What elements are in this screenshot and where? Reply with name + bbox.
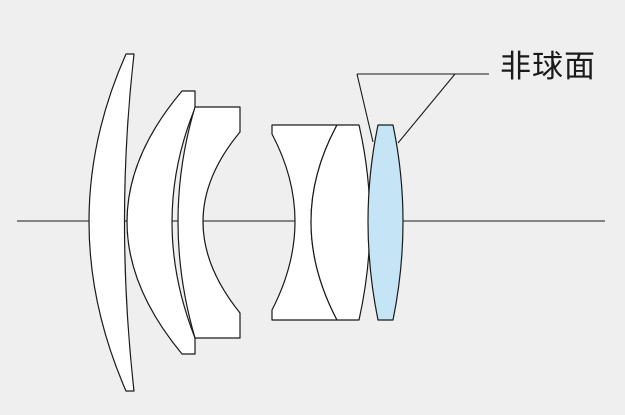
lens-element-3 [177, 106, 241, 339]
leader-line-front-surface [356, 73, 374, 143]
aspheric-leader-lines [356, 73, 489, 144]
leader-line-rear-surface [397, 73, 456, 144]
aspheric-label: 非球面 [500, 49, 596, 85]
lens-element-4b [310, 124, 371, 321]
aspheric-lens-element [367, 124, 404, 321]
lens-element-1 [88, 53, 135, 392]
lens-element-2 [126, 90, 196, 355]
